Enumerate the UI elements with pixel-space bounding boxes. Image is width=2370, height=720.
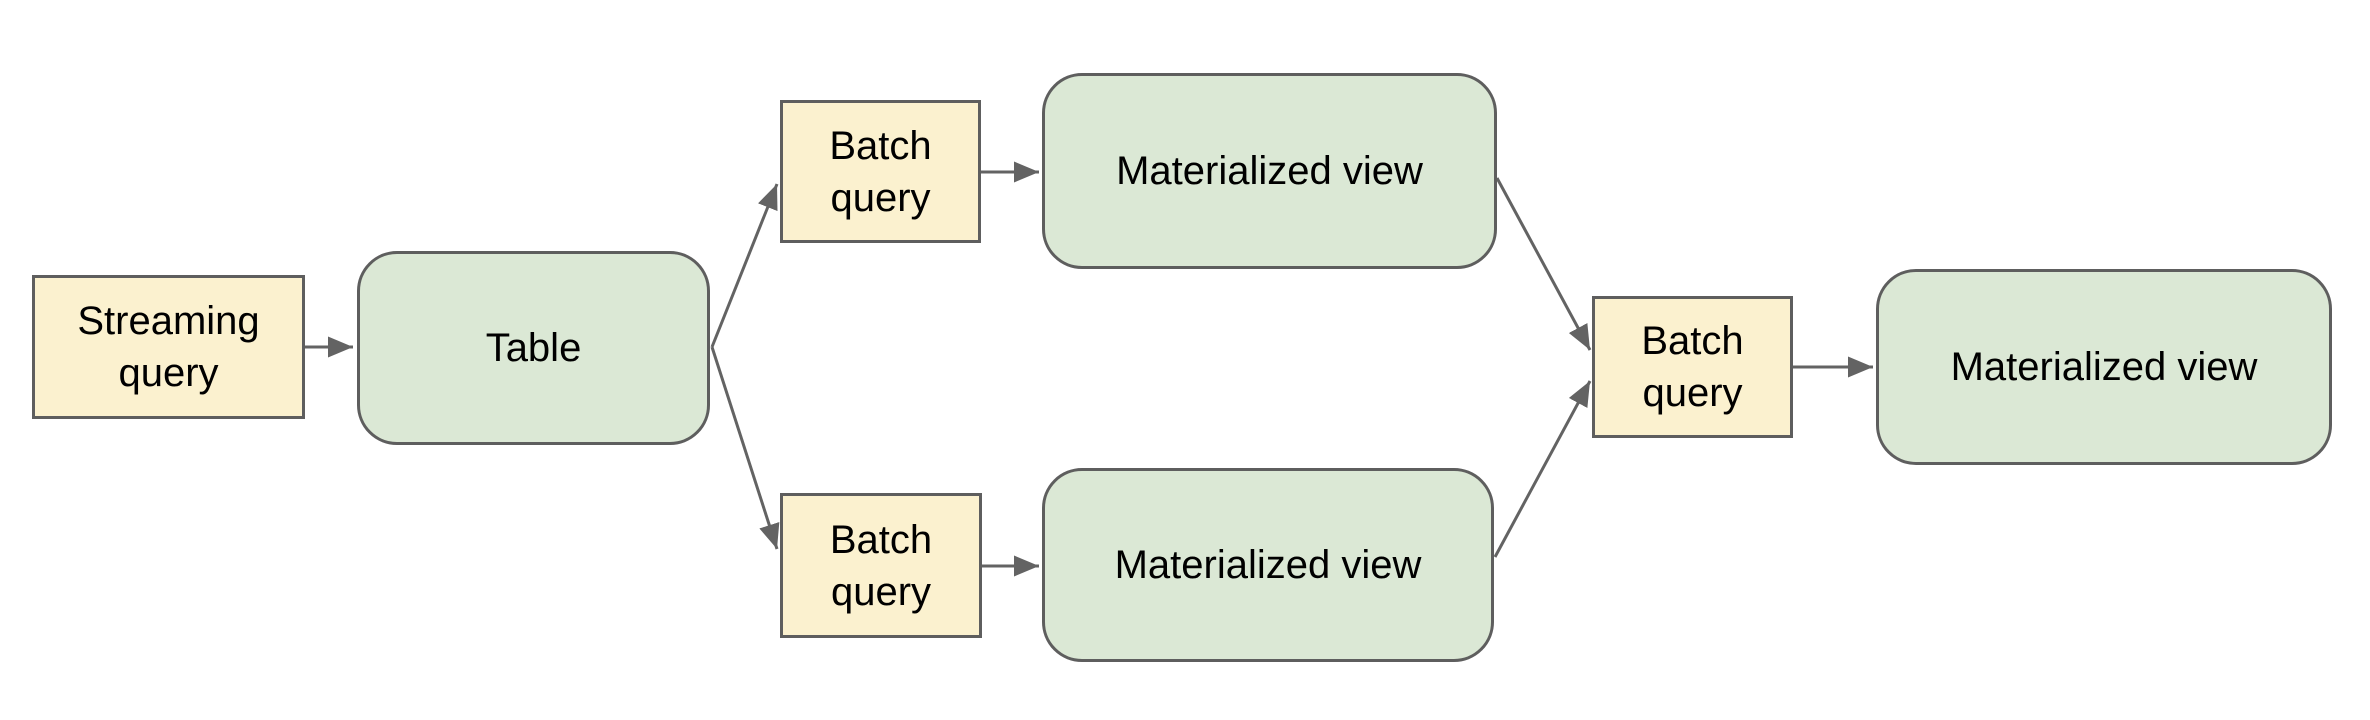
node-streaming-query: Streaming query xyxy=(32,275,305,419)
arrow-table-to-batch-query-bottom xyxy=(710,346,780,550)
node-label: Materialized view xyxy=(1950,345,2258,389)
node-materialized-view-bottom: Materialized view xyxy=(1042,468,1494,662)
node-batch-query-top: Batch query xyxy=(780,100,981,243)
node-label: Streaming query xyxy=(77,299,260,395)
node-materialized-view-top: Materialized view xyxy=(1042,73,1497,269)
node-table: Table xyxy=(357,251,710,445)
node-batch-query-bottom: Batch query xyxy=(780,493,982,638)
node-label: Materialized view xyxy=(1114,543,1422,587)
node-label: Batch query xyxy=(829,123,932,220)
node-label: Batch query xyxy=(829,517,933,614)
arrow-table-to-batch-query-top xyxy=(710,183,779,348)
node-batch-query-merge: Batch query xyxy=(1592,296,1793,438)
arrow-mv-bottom-to-batch-query-merge xyxy=(1493,380,1592,558)
node-label: Table xyxy=(485,326,582,370)
node-label: Materialized view xyxy=(1116,149,1423,193)
node-label: Batch query xyxy=(1641,319,1744,415)
node-materialized-view-final: Materialized view xyxy=(1876,269,2332,465)
arrow-mv-top-to-batch-query-merge xyxy=(1495,177,1592,351)
